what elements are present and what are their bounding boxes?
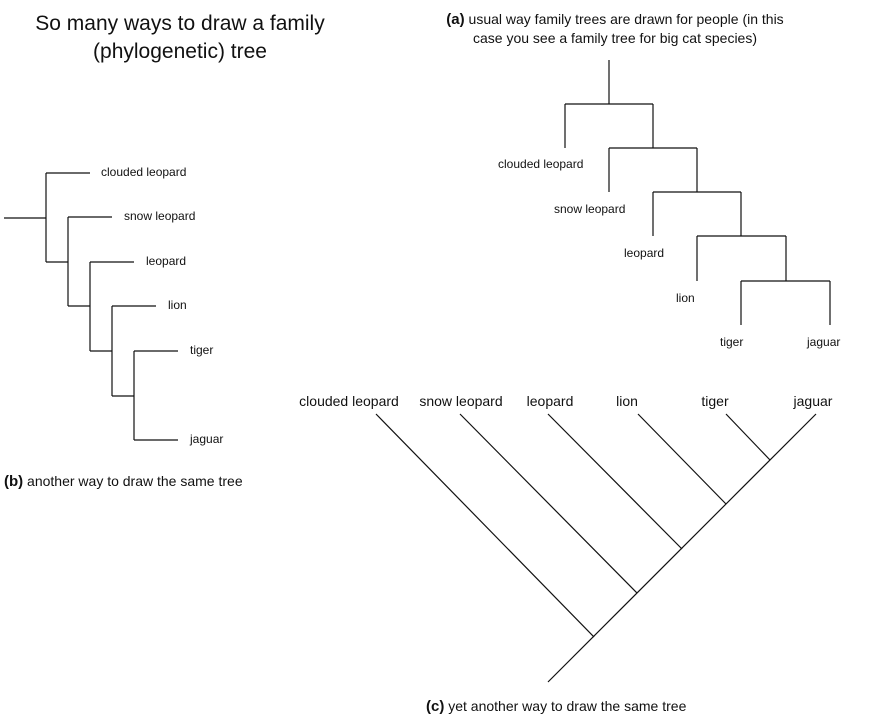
tree-a-label-clouded-leopard: clouded leopard xyxy=(498,157,584,171)
tree-c-branches xyxy=(375,413,817,683)
tree-c-branch-snow-leopard xyxy=(459,413,638,594)
tree-a-label-lion: lion xyxy=(676,291,695,305)
tree-c-branch-tiger xyxy=(725,413,771,461)
tree-c-branch-clouded-leopard xyxy=(375,413,595,638)
caption-b-text: another way to draw the same tree xyxy=(27,473,243,489)
tree-b-label-tiger: tiger xyxy=(190,343,214,357)
caption-a-letter: (a) xyxy=(446,11,465,28)
tree-a-label-snow-leopard: snow leopard xyxy=(554,202,626,216)
tree-a-label-jaguar: jaguar xyxy=(807,335,841,349)
caption-b-letter: (b) xyxy=(4,473,24,490)
tree-c-backbone xyxy=(547,413,817,683)
tree-b-label-jaguar: jaguar xyxy=(190,432,224,446)
tree-c-label-clouded-leopard: clouded leopard xyxy=(299,393,399,409)
tree-b-label-leopard: leopard xyxy=(146,254,187,268)
caption-a-line-2: case you see a family tree for big cat s… xyxy=(472,30,758,46)
caption-c-letter: (c) xyxy=(426,698,445,715)
tree-b-label-clouded-leopard: clouded leopard xyxy=(101,165,187,179)
tree-c-label-snow-leopard: snow leopard xyxy=(419,393,503,409)
tree-a-branches xyxy=(564,60,831,325)
tree-c-label-jaguar: jaguar xyxy=(793,393,833,409)
tree-c-label-leopard: leopard xyxy=(526,393,574,409)
tree-a-label-tiger: tiger xyxy=(720,335,744,349)
tree-b-branches xyxy=(4,172,178,441)
tree-b-label-lion: lion xyxy=(168,298,187,312)
tree-a-label-leopard: leopard xyxy=(624,246,665,260)
caption-c-text: yet another way to draw the same tree xyxy=(448,698,687,714)
tree-c-branch-lion xyxy=(637,413,727,505)
title-line-1: So many ways to draw a family xyxy=(35,12,325,35)
tree-b-label-snow-leopard: snow leopard xyxy=(124,209,196,223)
tree-c-label-lion: lion xyxy=(616,393,638,409)
tree-c-branch-leopard xyxy=(547,413,683,550)
page-title: So many ways to draw a family (phylogene… xyxy=(20,10,340,66)
caption-a-line-1: usual way family trees are drawn for peo… xyxy=(468,11,784,27)
caption-c: (c) yet another way to draw the same tre… xyxy=(426,697,686,716)
caption-b: (b) another way to draw the same tree xyxy=(4,472,243,491)
caption-a: (a) usual way family trees are drawn for… xyxy=(380,10,850,47)
title-line-2: (phylogenetic) tree xyxy=(93,40,267,63)
tree-c-label-tiger: tiger xyxy=(701,393,729,409)
